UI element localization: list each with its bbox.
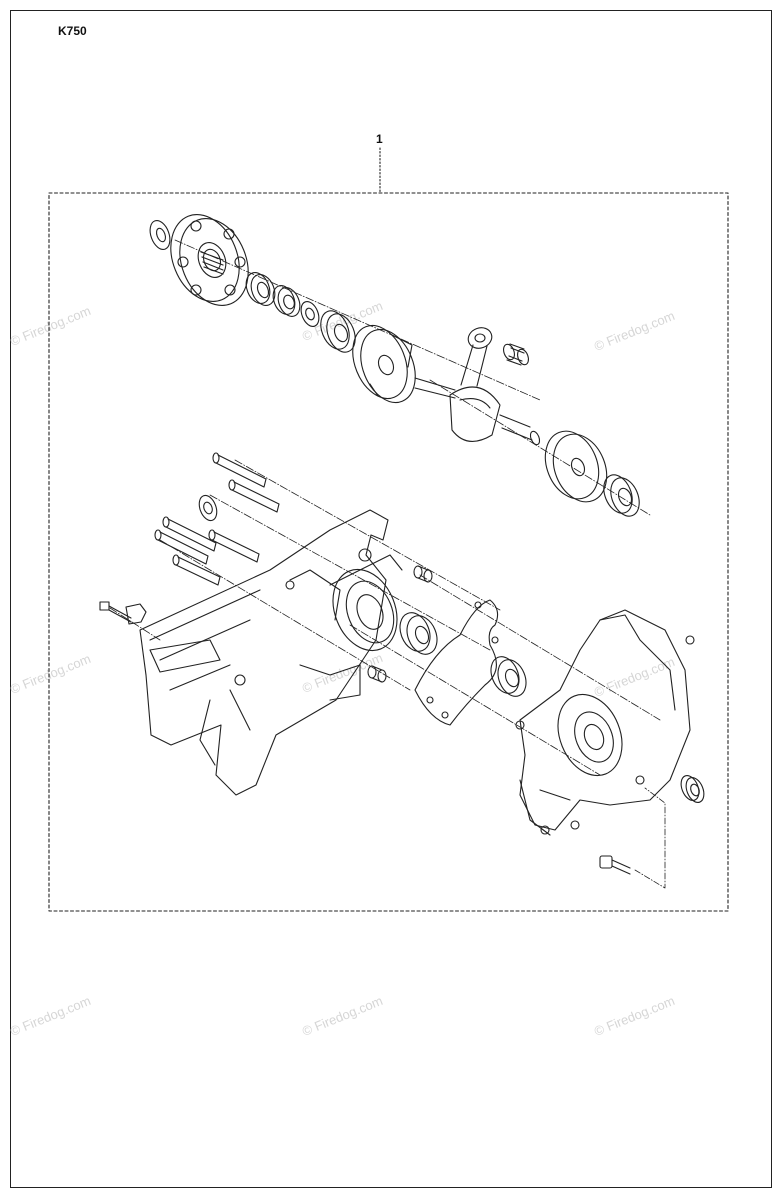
seal-icon: [198, 494, 218, 522]
dowel-icon: [367, 665, 387, 683]
screw-icon: [599, 855, 631, 875]
bearing-icon: [272, 285, 301, 317]
flywheel-icon: [170, 214, 249, 306]
crank-web-icon: [352, 324, 416, 404]
crank-web-icon: [544, 430, 608, 503]
model-label: K750: [58, 24, 87, 38]
gasket-icon: [414, 599, 499, 726]
seal-icon: [680, 775, 705, 803]
bearing-icon: [399, 612, 438, 655]
bolt-icon: [208, 529, 260, 563]
bolt-icon: [228, 479, 280, 513]
screw-leader: [634, 787, 666, 889]
bearing-icon: [490, 656, 527, 697]
washer-icon: [149, 220, 171, 250]
bolt-icon: [172, 554, 221, 586]
crankcase-left-icon: [139, 509, 403, 796]
dowel-icon: [413, 565, 433, 583]
needle-bearing-icon: [503, 343, 529, 366]
crankcase-right-icon: [515, 609, 695, 836]
bracket-icon: [125, 603, 147, 625]
page-frame: [10, 10, 772, 1188]
assembly-axes: [109, 239, 661, 776]
bolt-icon: [154, 529, 209, 565]
bearing-icon: [603, 474, 640, 517]
bolts-group: [99, 452, 280, 625]
bearing-icon: [320, 310, 356, 353]
bolt-icon: [162, 516, 217, 552]
seal-icon: [300, 301, 320, 327]
bearing-icon: [245, 272, 276, 306]
bolt-icon: [212, 452, 267, 488]
crankshaft-assembly: [149, 214, 640, 517]
connecting-rod-icon: [414, 327, 541, 446]
callout-number: 1: [376, 132, 383, 146]
